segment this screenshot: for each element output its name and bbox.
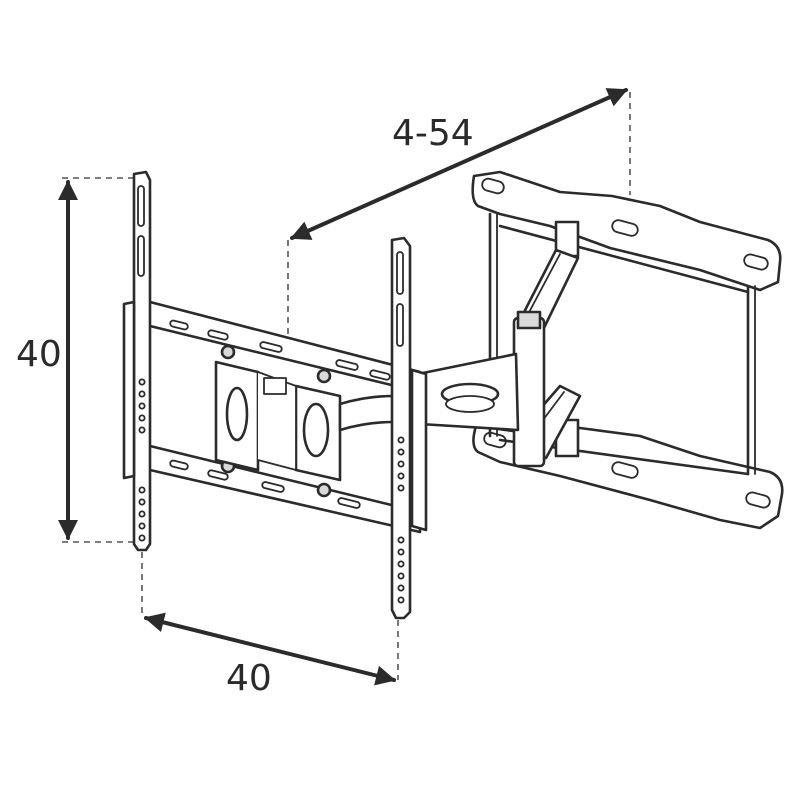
upper-arm-edge <box>525 253 561 319</box>
articulating-arms <box>416 248 582 468</box>
wall-plate-rail-top <box>498 224 750 294</box>
width-label: 40 <box>226 658 272 699</box>
depth-label: 4-54 <box>392 113 474 154</box>
tv-strap-slot <box>137 185 145 227</box>
wall-plate-slot <box>611 219 639 237</box>
wall-plate-slot <box>611 461 639 479</box>
tilt-pivot-cap <box>263 377 287 395</box>
wall-plate-slot <box>743 253 769 271</box>
tv-strap-slot <box>137 235 145 277</box>
width-dimension: 40 <box>141 552 399 699</box>
height-label: 40 <box>16 334 62 375</box>
tv-bracket-end-cap <box>410 368 428 532</box>
tv-strap-slot <box>396 303 404 347</box>
wall-plate <box>471 170 784 530</box>
tv-strap-holes <box>138 378 146 542</box>
height-dimension: 40 <box>16 177 140 543</box>
tv-bracket <box>122 170 428 620</box>
tv-bracket-end-cap <box>122 300 136 480</box>
wall-plate-slot <box>745 491 771 509</box>
depth-dimension: 4-54 <box>287 88 631 350</box>
tilt-pivot-slot <box>302 402 330 458</box>
tv-strap-slot <box>396 251 404 295</box>
arm-joint-column <box>512 316 546 468</box>
wall-plate-slot <box>481 177 505 195</box>
arm-connector-hole <box>445 395 495 413</box>
arm-joint-cap <box>516 310 542 330</box>
tilt-pivot-slot <box>225 386 249 442</box>
tv-bracket-slots <box>169 319 391 509</box>
tv-strap-holes <box>397 436 405 604</box>
width-arrow <box>144 612 396 686</box>
depth-arrow <box>290 88 628 240</box>
